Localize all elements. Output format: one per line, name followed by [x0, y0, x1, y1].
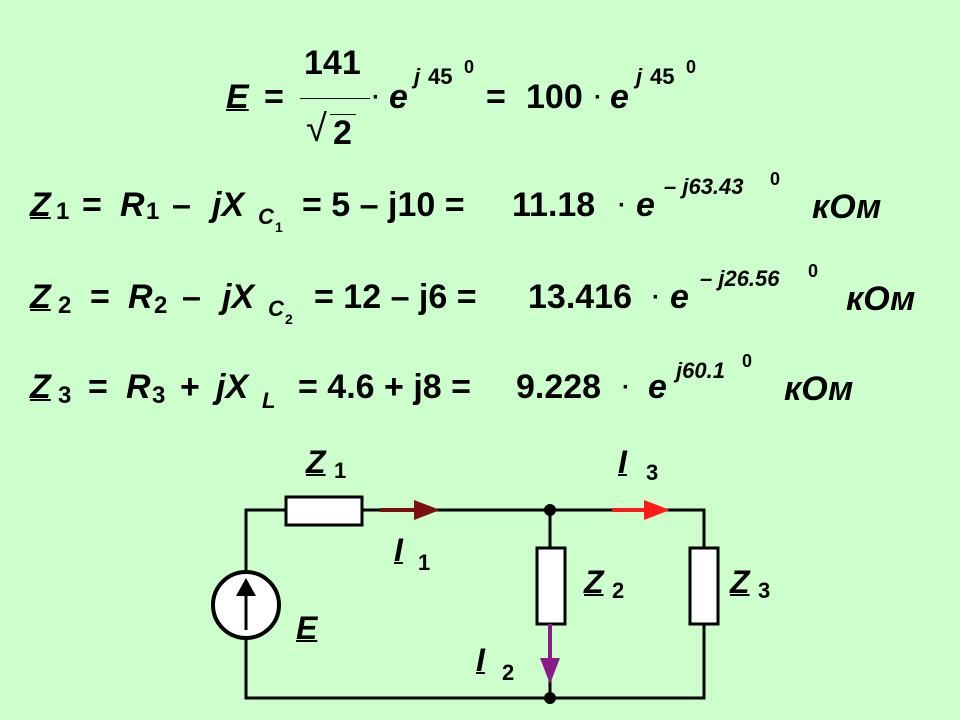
z3-algebraic: = 4.6 + j8 = [298, 368, 471, 406]
current-i1-arrow-head [414, 500, 440, 520]
equals-sign: = [88, 368, 108, 406]
z2-exp-base: e [670, 278, 689, 316]
z3-exponent: j60.1 [676, 358, 725, 383]
label-i2: I [476, 642, 485, 678]
equals-sign: = [264, 78, 284, 116]
xl-subscript: L [262, 388, 276, 413]
rhs-exp-j: j [636, 64, 643, 89]
z2-exp-degree: 0 [808, 261, 819, 281]
multiply-dot: · [652, 284, 660, 311]
label-i1-sub: 1 [418, 550, 431, 575]
label-z1: Z [306, 444, 326, 480]
node-bottom [544, 692, 556, 704]
fraction-numerator: 141 [304, 44, 361, 82]
fraction-bar [300, 98, 370, 99]
equals-sign-2: = [486, 78, 506, 116]
label-z3: Z [730, 564, 750, 600]
rhs-value: 100 [526, 78, 583, 116]
r1-symbol: R [120, 186, 145, 224]
equals-sign: = [90, 278, 110, 316]
z2-modulus: 13.416 [528, 278, 632, 316]
wire-top [362, 508, 706, 548]
z3-exp-degree: 0 [742, 351, 753, 371]
node-top [544, 504, 556, 516]
rhs-exp-base: e [610, 78, 629, 116]
label-z2: Z [584, 564, 604, 600]
source-arrow-head [236, 578, 256, 596]
multiply-dot: · [618, 192, 626, 219]
z1-subscript: 1 [56, 198, 70, 225]
resistor-z3 [688, 546, 720, 626]
z2-symbol: Z [30, 278, 51, 316]
r2-subscript: 2 [154, 292, 168, 319]
z2-algebraic: = 12 – j6 = [314, 278, 477, 316]
z3-exp-base: e [648, 368, 667, 406]
z1-modulus: 11.18 [512, 186, 596, 224]
label-i2-sub: 2 [502, 660, 515, 685]
exp-value: 45 [428, 64, 453, 89]
label-i3: I [618, 444, 627, 480]
radicand: 2 [333, 114, 352, 152]
minus-sign: – [172, 186, 191, 224]
exp-base: e [389, 78, 408, 116]
z1-exponent: – j63.43 [664, 174, 744, 199]
label-z1-sub: 1 [334, 458, 347, 483]
z1-algebraic: = 5 – j10 = [302, 186, 465, 224]
equals-sign: = [82, 186, 102, 224]
jx-symbol: jX [222, 278, 255, 316]
z3-subscript: 3 [58, 382, 72, 409]
multiply-dot: · [622, 374, 630, 401]
z3-modulus: 9.228 [516, 368, 602, 406]
multiply-dot-2: · [594, 84, 602, 111]
wire-bottom [244, 624, 706, 700]
z3-unit: кОм [784, 370, 854, 408]
xc-subscript: C [258, 204, 274, 229]
rhs-exp-value: 45 [650, 64, 675, 89]
z3-symbol: Z [30, 368, 51, 406]
current-i2-arrow-head [540, 658, 560, 684]
z1-symbol: Z [30, 186, 51, 224]
r3-symbol: R [126, 368, 151, 406]
label-z2-sub: 2 [612, 578, 625, 603]
plus-sign: + [180, 368, 200, 406]
resistor-z1 [284, 495, 364, 527]
xc-subsubscript: 2 [285, 311, 293, 327]
z1-exp-degree: 0 [770, 169, 781, 189]
e-symbol: E [226, 78, 249, 116]
label-i1: I [394, 532, 403, 568]
z2-exponent: – j26.56 [700, 266, 780, 291]
multiply-dot: · [372, 84, 380, 111]
exp-degree: 0 [464, 57, 475, 77]
minus-sign: – [182, 278, 201, 316]
radical-bar [330, 114, 356, 115]
r1-subscript: 1 [146, 198, 160, 225]
jx-symbol: jX [212, 186, 245, 224]
current-i3-arrow-head [644, 500, 670, 520]
jx-symbol: jX [216, 368, 249, 406]
r3-subscript: 3 [152, 382, 166, 409]
label-z3-sub: 3 [758, 578, 771, 603]
z1-unit: кОм [812, 188, 882, 226]
z1-exp-base: e [636, 186, 655, 224]
radical-sign: √ [306, 108, 327, 150]
circuit-wires [244, 508, 706, 700]
wire-left-top [244, 508, 286, 572]
z2-subscript: 2 [58, 292, 72, 319]
label-i3-sub: 3 [646, 460, 659, 485]
r2-symbol: R [128, 278, 153, 316]
exp-j: j [414, 64, 421, 89]
z2-unit: кОм [846, 280, 916, 318]
xc-subsubscript: 1 [275, 219, 283, 235]
resistor-z2 [535, 546, 567, 626]
label-e: E [296, 610, 318, 646]
xc-subscript: C [268, 296, 284, 321]
rhs-exp-degree: 0 [686, 57, 697, 77]
